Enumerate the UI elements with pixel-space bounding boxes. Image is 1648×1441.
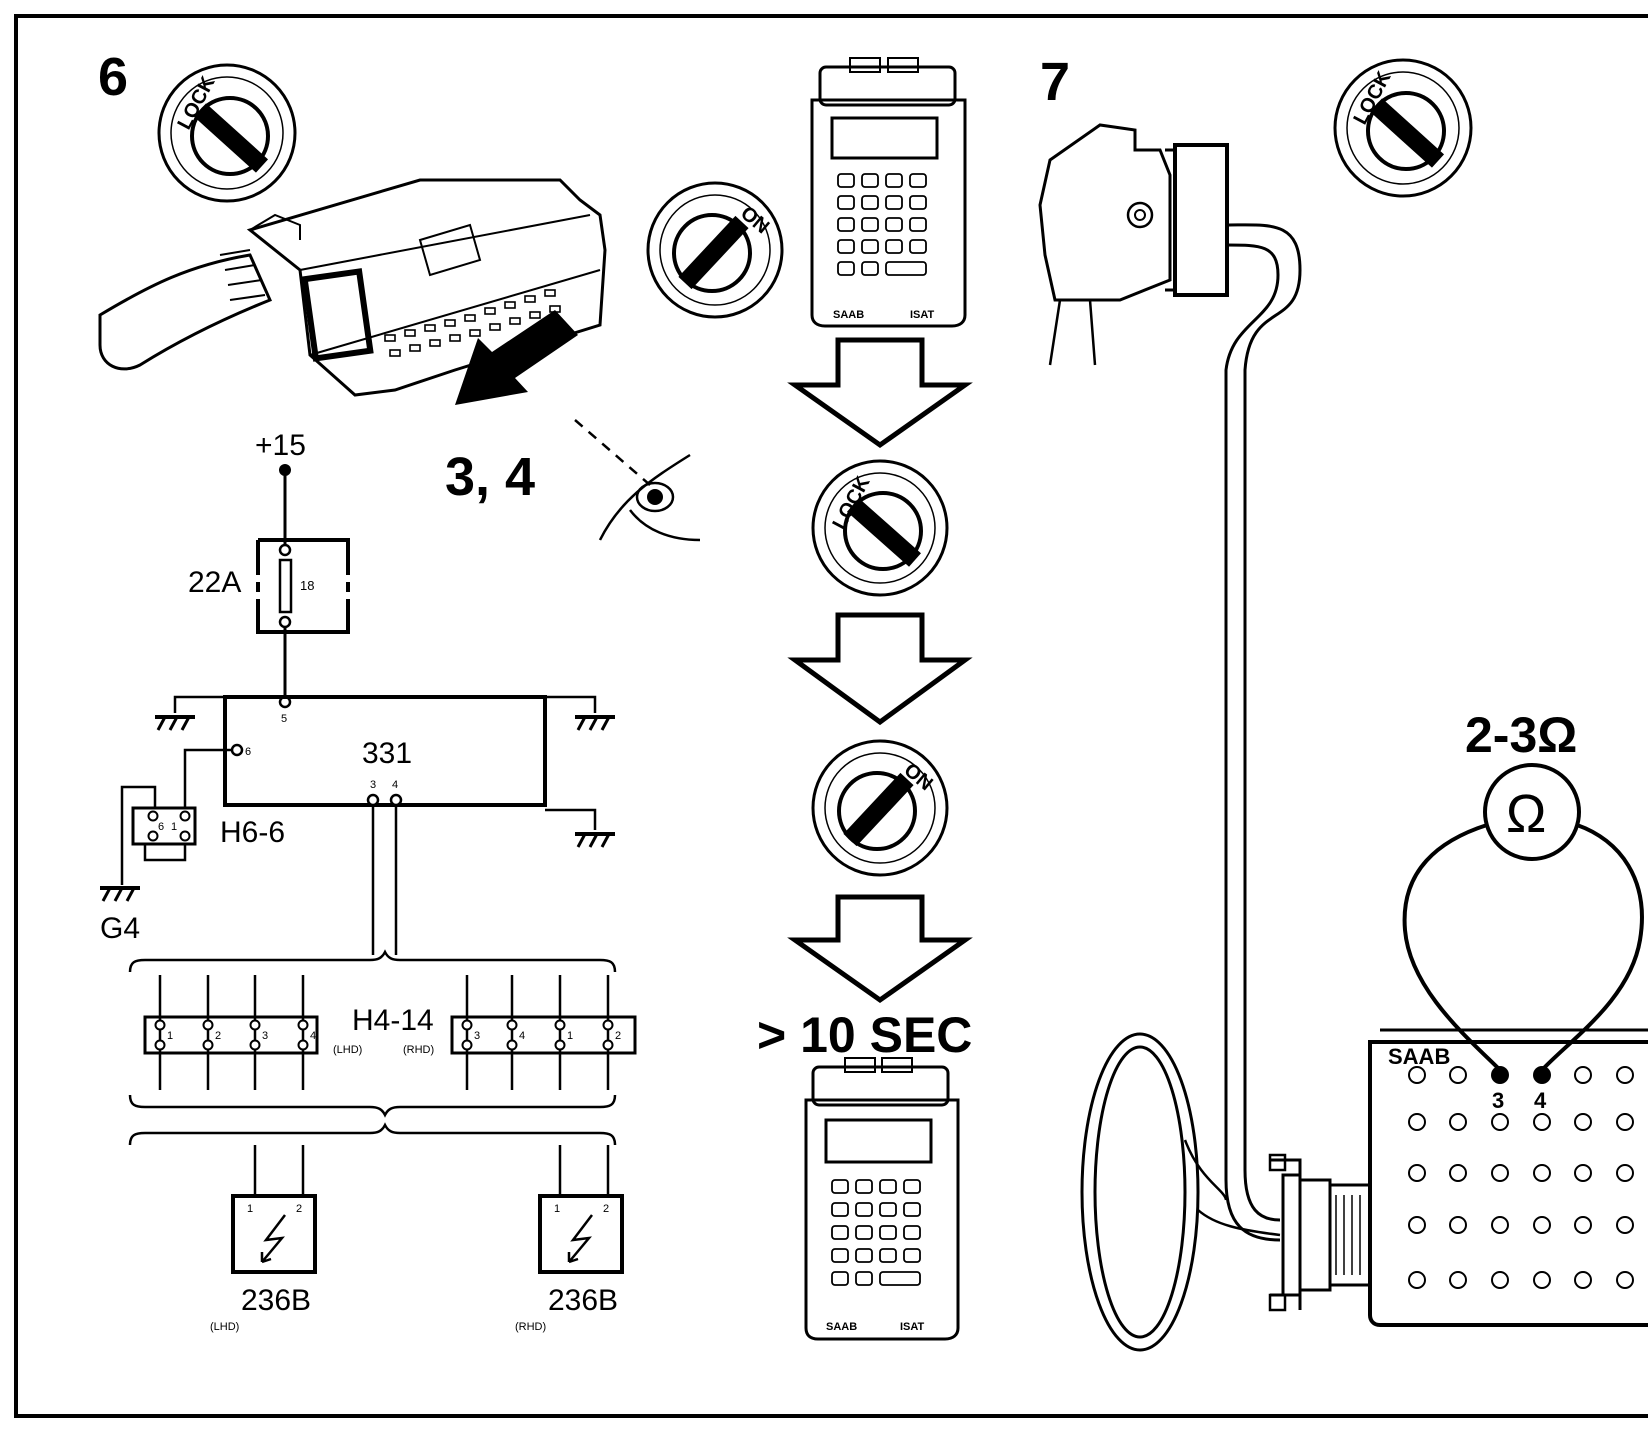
squib-lhd-pin-2: 2 xyxy=(296,1203,302,1215)
breakout-brand: SAAB xyxy=(1388,1044,1450,1069)
tester-brand-2: SAAB xyxy=(826,1321,857,1333)
cable-loop xyxy=(1080,1032,1200,1352)
h414-lhd-pin-3: 3 xyxy=(262,1030,268,1042)
squib-lhd-hand: (LHD) xyxy=(210,1321,239,1333)
fuse-number: 18 xyxy=(300,578,314,593)
ignition-on-icon: ON xyxy=(646,181,784,319)
breakout-pins xyxy=(1408,1066,1634,1289)
supply-label: +15 xyxy=(255,429,306,462)
tester-brand: SAAB xyxy=(833,309,864,321)
meter-lead-right xyxy=(1540,823,1644,1072)
module-pin-6: 6 xyxy=(245,746,251,758)
squib-lhd-icon xyxy=(231,1194,317,1274)
h414-rhd-label: (RHD) xyxy=(403,1044,434,1056)
isat-tester-bottom-icon: SAAB ISAT xyxy=(804,1057,960,1341)
squib-rhd-pin-2: 2 xyxy=(603,1203,609,1215)
h414-lhd-pin-4: 4 xyxy=(310,1030,316,1042)
squib-lhd-label: 236B xyxy=(241,1284,311,1317)
sight-line xyxy=(574,419,651,486)
ohm-symbol: Ω xyxy=(1506,784,1546,844)
h66-pin-1: 1 xyxy=(171,821,177,833)
eye-icon xyxy=(598,453,701,542)
test-pin-3 xyxy=(1491,1066,1509,1084)
test-pin-4 xyxy=(1533,1066,1551,1084)
h414-rhd-pin-4: 4 xyxy=(519,1030,525,1042)
meter-lead-left xyxy=(1402,823,1502,1072)
h414-lhd-label: (LHD) xyxy=(333,1044,362,1056)
dsub-plug-icon xyxy=(1268,1153,1372,1312)
ohmmeter-icon xyxy=(1483,763,1581,861)
module-label: 331 xyxy=(362,737,412,770)
ignition-lock-icon: LOCK xyxy=(157,63,297,203)
pointer-arrow-icon xyxy=(455,310,578,405)
wiring-schematic: +15 22A 18 5 331 6 3 xyxy=(100,429,637,1333)
squib-rhd-hand: (RHD) xyxy=(515,1321,546,1333)
pin-callout: 3, 4 xyxy=(445,447,535,507)
down-arrow-icon xyxy=(787,337,973,449)
ground-icon-3 xyxy=(575,832,615,848)
ignition-on-icon-2: ON xyxy=(811,739,949,877)
h66-pin-6: 6 xyxy=(158,821,164,833)
module-pin-4: 4 xyxy=(392,779,398,791)
page-frame xyxy=(14,14,1648,1418)
module-pin-5: 5 xyxy=(281,713,287,725)
test-pin-4-label: 4 xyxy=(1534,1088,1547,1113)
down-arrow-icon-2 xyxy=(787,612,973,726)
squib-rhd-icon xyxy=(538,1194,624,1274)
h414-lhd-pin-1: 1 xyxy=(167,1030,173,1042)
control-module-connector-icon xyxy=(98,178,607,397)
squib-lhd-pin-1: 1 xyxy=(247,1203,253,1215)
h414-rhd-pin-2: 2 xyxy=(615,1030,621,1042)
wait-time-label: > 10 SEC xyxy=(757,1007,972,1063)
step-7-number: 7 xyxy=(1040,52,1070,112)
squib-rhd-pin-1: 1 xyxy=(554,1203,560,1215)
step-6-number: 6 xyxy=(98,47,128,107)
module-connector-icon xyxy=(1038,123,1229,366)
ignition-lock-icon-3: LOCK xyxy=(1333,58,1473,198)
fuse-label: 22A xyxy=(188,566,241,599)
ground-icon-4 xyxy=(100,886,140,902)
ignition-lock-icon-2: LOCK xyxy=(811,459,949,597)
test-pin-3-label: 3 xyxy=(1492,1088,1504,1113)
down-arrow-icon-3 xyxy=(787,894,973,1004)
isat-tester-top-icon: SAAB ISAT xyxy=(810,57,967,328)
breakout-box: SAAB xyxy=(1368,1028,1648,1327)
tester-model-2: ISAT xyxy=(900,1321,925,1333)
resistance-spec: 2-3Ω xyxy=(1465,707,1577,763)
ground-icon xyxy=(155,715,195,731)
test-cable xyxy=(1226,223,1302,1222)
ground-label: G4 xyxy=(100,912,140,945)
h414-lhd-pin-2: 2 xyxy=(215,1030,221,1042)
h414-rhd-pin-3: 3 xyxy=(474,1030,480,1042)
ground-icon-2 xyxy=(575,715,615,731)
h66-label: H6-6 xyxy=(220,816,285,849)
module-pin-3: 3 xyxy=(370,779,376,791)
h414-rhd-pin-1: 1 xyxy=(567,1030,573,1042)
squib-rhd-label: 236B xyxy=(548,1284,618,1317)
h414-label: H4-14 xyxy=(352,1004,434,1037)
tester-model: ISAT xyxy=(910,309,935,321)
